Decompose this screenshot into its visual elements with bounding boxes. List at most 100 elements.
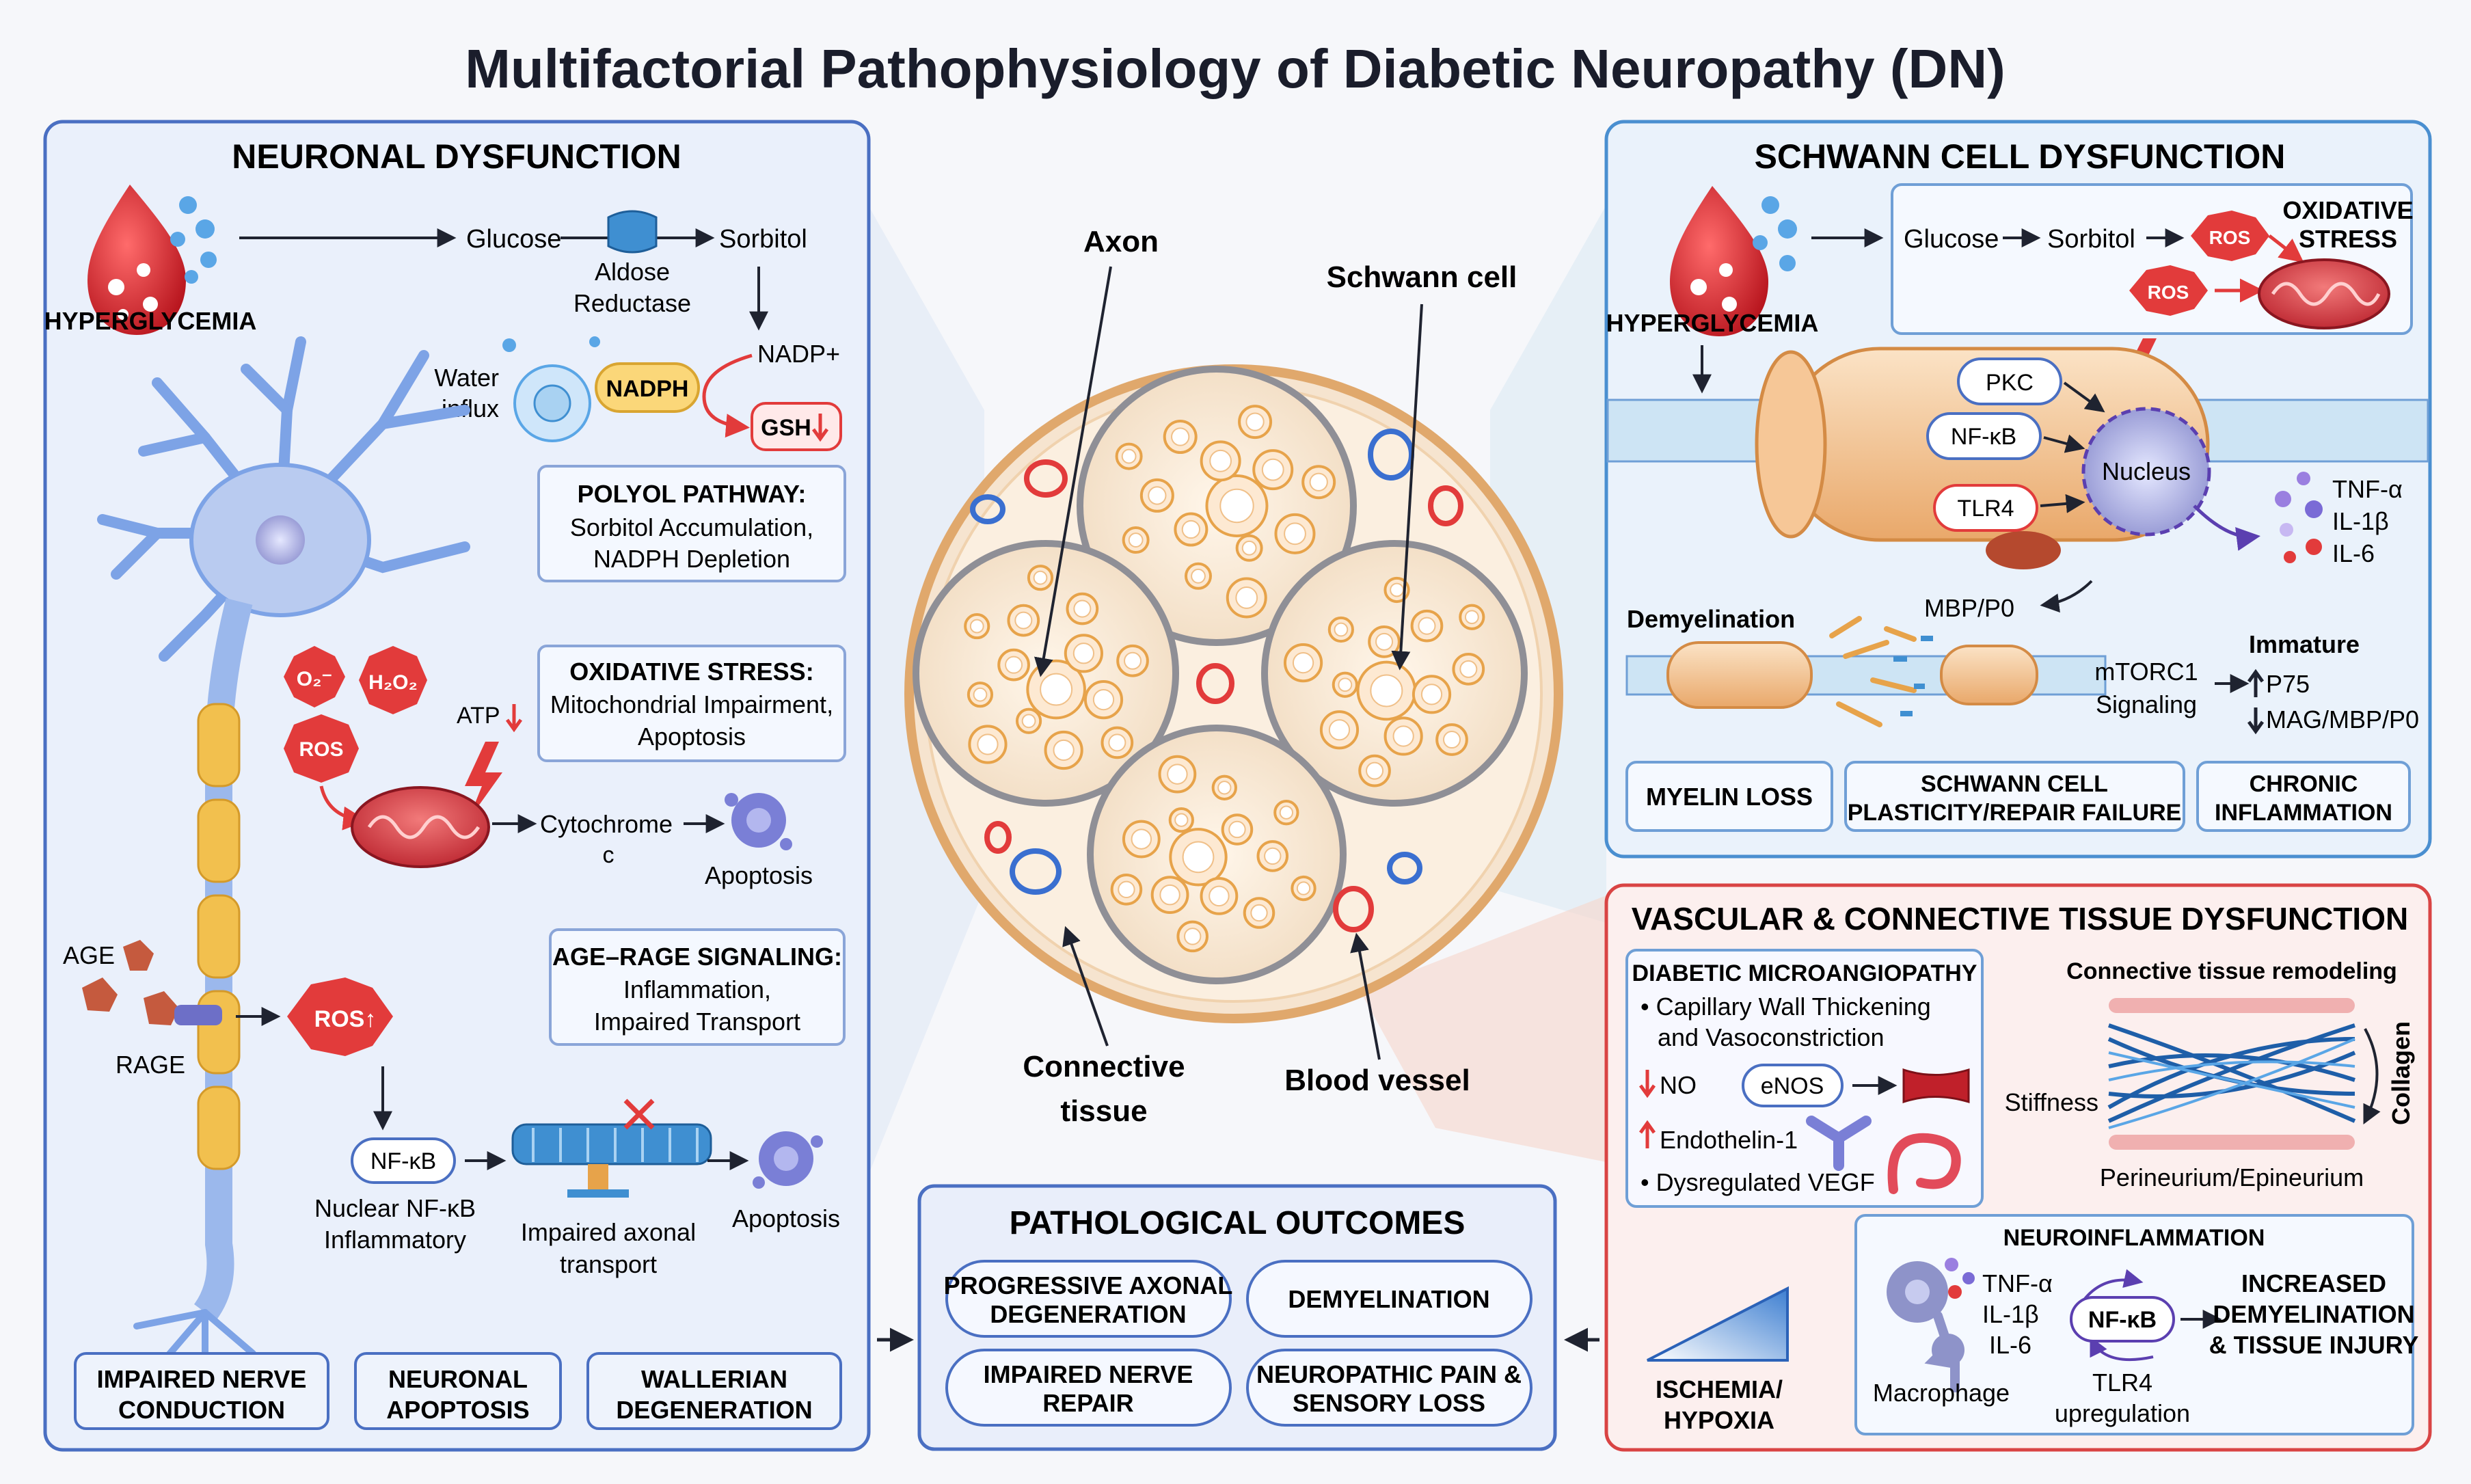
axon-core bbox=[1442, 731, 1461, 749]
axon-core bbox=[1250, 904, 1268, 922]
vascular-panel: VASCULAR & CONNECTIVE TISSUE DYSFUNCTION… bbox=[1604, 883, 2432, 1452]
axon-core bbox=[1464, 610, 1479, 625]
axon-core bbox=[1235, 586, 1258, 609]
apoptotic-cell-icon bbox=[725, 793, 792, 850]
schwann-panel: SCHWANN CELL DYSFUNCTION HYPERGLYCEMIA G… bbox=[1604, 120, 2432, 859]
atp-down-arrow-icon bbox=[505, 704, 523, 733]
vessel-loop-icon bbox=[1887, 1133, 1961, 1194]
cytokine-dots-icon bbox=[2275, 472, 2323, 563]
axon-core bbox=[1420, 684, 1443, 705]
outcome-axonal-l2: DEGENERATION bbox=[990, 1300, 1186, 1328]
axon-core bbox=[1209, 885, 1230, 907]
increased-label-2: DEMYELINATION bbox=[2213, 1300, 2414, 1328]
nfkb-pill bbox=[351, 1137, 456, 1184]
endothelin-label: Endothelin-1 bbox=[1660, 1126, 1798, 1154]
tlr4-pill bbox=[1933, 484, 2038, 532]
mtorc1-signaling-label: Signaling bbox=[2096, 690, 2197, 718]
wallerian-l1: WALLERIAN bbox=[641, 1365, 787, 1393]
oxidative-stress-label-2: STRESS bbox=[2299, 225, 2397, 253]
axon-core bbox=[1073, 599, 1092, 618]
axon-core bbox=[1092, 688, 1115, 711]
axonal-transport-label-2: transport bbox=[560, 1250, 657, 1278]
blood-drop-icon-2 bbox=[1670, 186, 1797, 336]
capillary-line-1: • Capillary Wall Thickening bbox=[1640, 993, 1931, 1021]
enos-label: eNOS bbox=[1761, 1073, 1824, 1099]
axon-core bbox=[1131, 828, 1152, 850]
microangiopathy-title: DIABETIC MICROANGIOPATHY bbox=[1632, 960, 1977, 986]
cytochrome-label: Cytochrome bbox=[540, 810, 673, 838]
age-rage-line-1: Inflammation, bbox=[623, 975, 771, 1003]
outcome-pain-l1: NEUROPATHIC PAIN & bbox=[1256, 1360, 1522, 1388]
schwann-mitochondrion-icon bbox=[2258, 258, 2390, 329]
plasticity-l1: SCHWANN CELL bbox=[1921, 771, 2108, 797]
down-arrow-icon bbox=[2247, 707, 2265, 735]
schwann-cell-label: Schwann cell bbox=[1327, 260, 1517, 294]
vascular-il6-label: IL-6 bbox=[1989, 1331, 2031, 1359]
oxidative-line-2: Apoptosis bbox=[638, 723, 746, 751]
outcome-demyelination-l1: DEMYELINATION bbox=[1288, 1285, 1489, 1313]
tlr4-label: TLR4 bbox=[1957, 496, 2014, 522]
polyol-pathway-box bbox=[537, 465, 846, 582]
increased-label-3: & TISSUE INJURY bbox=[2209, 1331, 2419, 1359]
axon-label: Axon bbox=[1083, 225, 1159, 258]
axon-core bbox=[1228, 820, 1246, 839]
axon-core bbox=[1241, 540, 1257, 556]
cytochrome-c-label: c bbox=[603, 842, 615, 868]
outcome-demyelination-box bbox=[1246, 1260, 1532, 1338]
axon-core bbox=[1182, 841, 1215, 874]
aldose-reductase-label: Aldose bbox=[595, 258, 670, 286]
chronic-inflammation-box bbox=[2196, 761, 2411, 832]
axon-core bbox=[1181, 520, 1201, 539]
nadp-plus-label: NADP+ bbox=[757, 340, 840, 368]
superoxide-label: O₂⁻ bbox=[297, 668, 333, 690]
vegf-label: • Dysregulated VEGF bbox=[1640, 1168, 1875, 1196]
apoptosis-label-2: Apoptosis bbox=[732, 1204, 840, 1232]
no-down-arrow-icon bbox=[1638, 1070, 1656, 1098]
axonal-transport-label: Impaired axonal bbox=[521, 1218, 696, 1246]
neuronal-apoptosis-box bbox=[354, 1352, 562, 1430]
axon-core bbox=[1261, 458, 1284, 481]
chronic-inflammation-l2: INFLAMMATION bbox=[2215, 800, 2392, 826]
axon-core bbox=[1279, 805, 1294, 820]
nuclear-nfkb-label: Nuclear NF-κB bbox=[314, 1194, 476, 1222]
rage-label: RAGE bbox=[116, 1051, 185, 1079]
age-rage-line-2: Impaired Transport bbox=[594, 1008, 800, 1036]
schwann-glucose-label: Glucose bbox=[1904, 225, 1999, 254]
axon-core bbox=[1459, 660, 1478, 678]
outcomes-panel: PATHOLOGICAL OUTCOMES PROGRESSIVE AXONAL… bbox=[877, 1184, 1599, 1451]
oxidative-stress-box bbox=[537, 645, 846, 762]
up-arrow-icon bbox=[2247, 669, 2265, 697]
neuronal-apoptosis-l2: APOPTOSIS bbox=[386, 1396, 529, 1424]
ros-burst-icon-3 bbox=[2129, 265, 2208, 316]
outcome-axonal-l1: PROGRESSIVE AXONAL bbox=[944, 1271, 1233, 1299]
il6-label: IL-6 bbox=[2332, 539, 2375, 567]
plasticity-box bbox=[1844, 761, 2185, 832]
impaired-conduction-l2: CONDUCTION bbox=[118, 1396, 285, 1424]
nadph-label: NADPH bbox=[606, 376, 689, 402]
age-rage-title: AGE–RAGE SIGNALING: bbox=[552, 943, 842, 971]
axon-core bbox=[1370, 674, 1403, 707]
ischemia-wedge-icon bbox=[1647, 1286, 1789, 1362]
axon-core bbox=[1328, 719, 1351, 741]
aldose-reductase-enzyme-icon bbox=[607, 210, 658, 254]
axon-core bbox=[969, 619, 984, 634]
plasticity-l2: PLASTICITY/REPAIR FAILURE bbox=[1848, 800, 2182, 826]
axon-core bbox=[1219, 488, 1254, 524]
outcome-pain-l2: SENSORY LOSS bbox=[1293, 1389, 1485, 1417]
vascular-il1b-label: IL-1β bbox=[1982, 1300, 2039, 1328]
axon-core bbox=[1309, 472, 1328, 491]
impaired-conduction-box bbox=[74, 1352, 329, 1430]
myelin-segments-icon bbox=[1666, 616, 2038, 727]
blocked-x-icon bbox=[623, 1098, 655, 1130]
rage-receptor-icon bbox=[174, 1005, 222, 1025]
age-molecules-icon bbox=[82, 940, 179, 1025]
axon-core bbox=[1040, 673, 1073, 706]
water-influx-label: Water bbox=[434, 364, 499, 392]
macrophage-icon bbox=[1887, 1258, 1975, 1392]
axon-core bbox=[1005, 656, 1023, 674]
axon-core bbox=[1334, 622, 1349, 637]
polyol-title: POLYOL PATHWAY: bbox=[578, 480, 807, 508]
collagen-label: Collagen bbox=[2387, 1021, 2415, 1125]
hyperglycemia-label: HYPERGLYCEMIA bbox=[44, 307, 257, 335]
hydrogen-peroxide-label: H₂O₂ bbox=[368, 671, 418, 694]
